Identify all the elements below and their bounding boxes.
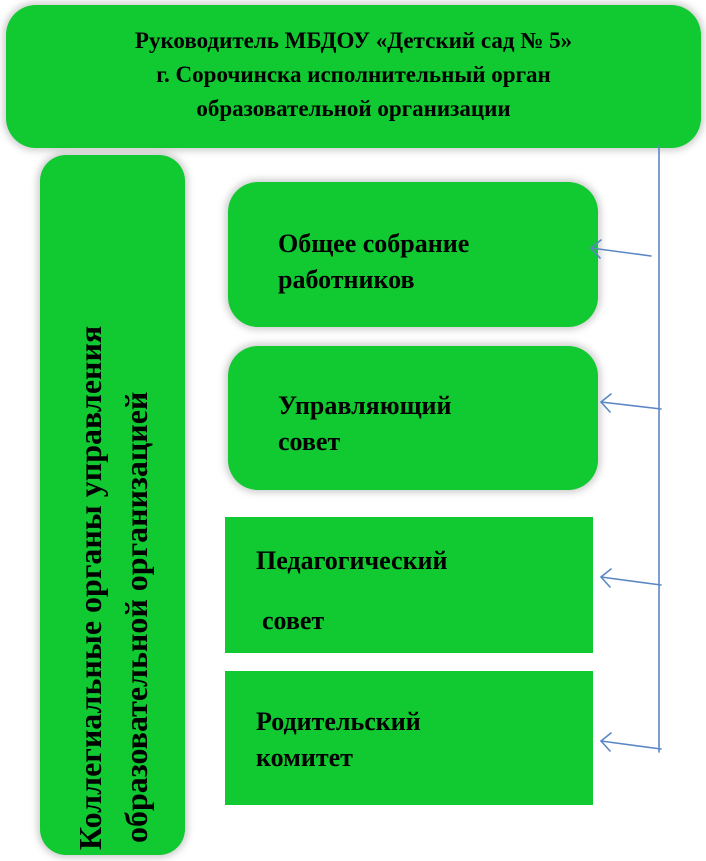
governing-council-box: Управляющий совет xyxy=(228,346,598,490)
general-meeting-line-1: Общее собрание xyxy=(278,229,470,258)
pedagogical-council-line-1: Педагогический xyxy=(256,546,448,575)
arrowhead-governing-council-icon xyxy=(600,393,612,413)
parent-committee-label: Родительский комитет xyxy=(256,704,421,776)
collegial-bodies-box: Коллегиальные органы управления образова… xyxy=(40,155,185,855)
pedagogical-council-line-2: совет xyxy=(262,606,325,635)
governing-council-label: Управляющий совет xyxy=(278,388,452,460)
parent-committee-line-1: Родительский xyxy=(256,707,421,736)
arrow-parent-committee xyxy=(600,740,662,750)
governing-council-line-1: Управляющий xyxy=(278,391,452,420)
general-meeting-label: Общее собрание работников xyxy=(278,226,469,298)
arrowhead-pedagogical-council-icon xyxy=(600,568,612,588)
head-line-1: Руководитель МБДОУ «Детский сад № 5» xyxy=(134,27,573,53)
head-executive-box: Руководитель МБДОУ «Детский сад № 5» г. … xyxy=(6,5,701,148)
governing-council-line-2: совет xyxy=(278,427,341,456)
pedagogical-council-label: Педагогический совет xyxy=(256,531,448,651)
arrowhead-parent-committee-icon xyxy=(600,732,612,752)
collegial-line-2: образовательной организацией xyxy=(117,391,154,843)
arrow-general-meeting xyxy=(590,247,652,257)
head-line-2: г. Сорочинска исполнительный орган xyxy=(156,61,551,87)
parent-committee-box: Родительский комитет xyxy=(225,671,593,805)
arrow-pedagogical-council xyxy=(600,576,662,586)
head-line-3: образовательной организации xyxy=(196,95,511,121)
general-meeting-line-2: работников xyxy=(278,265,415,294)
general-meeting-box: Общее собрание работников xyxy=(228,182,598,327)
collegial-bodies-label: Коллегиальные органы управления образова… xyxy=(67,160,159,850)
parent-committee-line-2: комитет xyxy=(256,743,353,772)
pedagogical-council-box: Педагогический совет xyxy=(225,517,593,653)
arrow-governing-council xyxy=(600,401,662,410)
collegial-line-1: Коллегиальные органы управления xyxy=(71,325,108,850)
